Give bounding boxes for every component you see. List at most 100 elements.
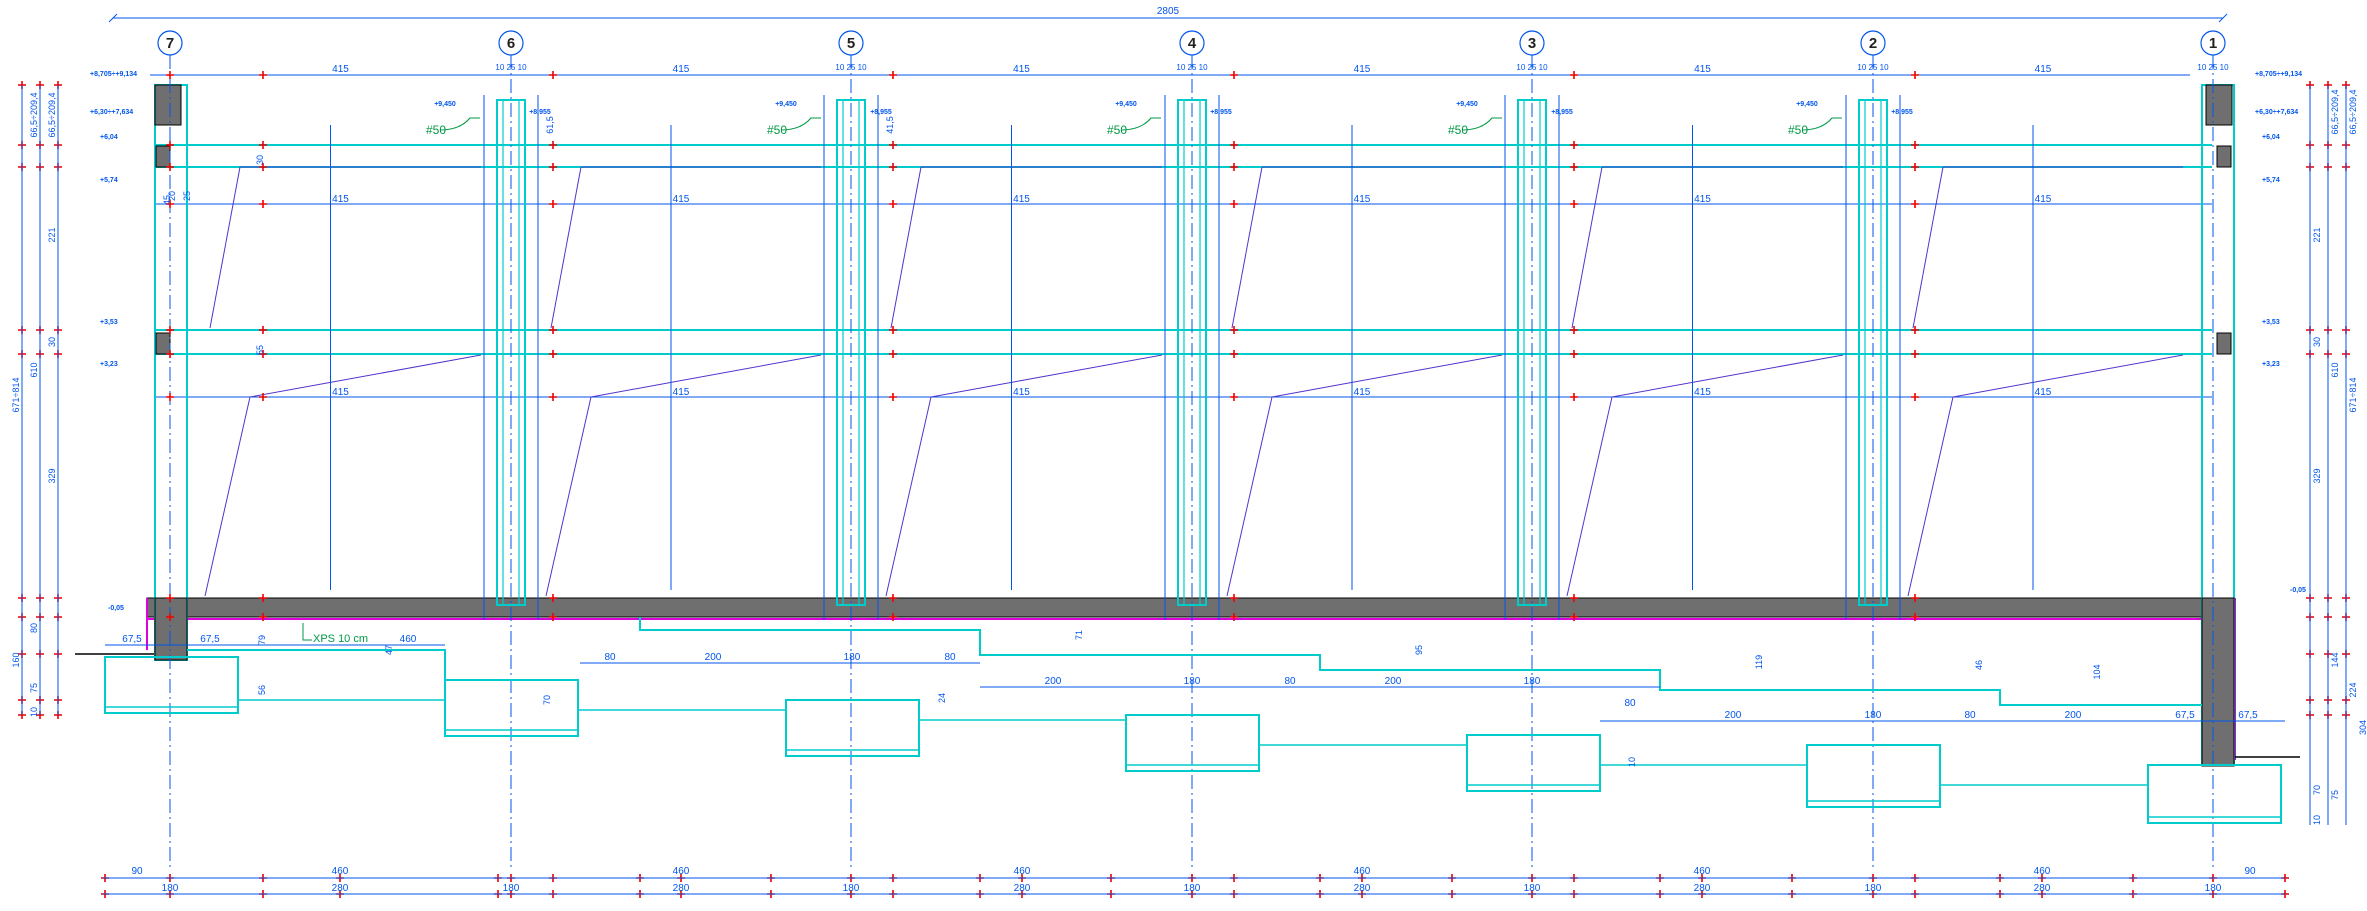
left-wall-block-2 xyxy=(155,332,171,355)
level-top-right: +8,705÷+9,134 xyxy=(2255,71,2302,78)
foundation-dimension-label: 80 xyxy=(1624,698,1636,709)
flight-lower-rise xyxy=(1226,396,1273,597)
bottom-row2-label: 180 xyxy=(1524,883,1541,894)
flight-label: 415 xyxy=(332,387,349,398)
flight-lower-rise xyxy=(1566,396,1613,597)
dimension-marker xyxy=(549,594,557,602)
grid-axis-label: 1 xyxy=(2209,35,2217,52)
left-dim-top-outer: 66,5÷209,4 xyxy=(29,93,39,138)
dimension-marker xyxy=(1570,326,1578,334)
dimension-marker xyxy=(1911,594,1919,602)
flight-label: 415 xyxy=(2035,387,2052,398)
small-dimension-label: 104 xyxy=(2092,664,2102,679)
right-dim-base-a: 144 xyxy=(2330,652,2340,667)
right-footing-wall xyxy=(2201,597,2235,767)
dimension-marker xyxy=(889,326,897,334)
dimension-marker xyxy=(1570,163,1578,171)
flight-upper-rise xyxy=(1231,166,1263,329)
span-label: 415 xyxy=(2035,64,2052,75)
bottom-row1-label: 460 xyxy=(1354,866,1371,877)
flight-upper-rise xyxy=(550,166,582,329)
labels-layer: 4154154154154154154154154154154154154154… xyxy=(105,63,2285,767)
bottom-row1-label: 460 xyxy=(332,866,349,877)
foundation-lower-outline xyxy=(237,680,2148,786)
dimension-marker xyxy=(1230,393,1238,401)
bottom-row1-label: 90 xyxy=(2244,866,2256,877)
dimension-marker xyxy=(166,200,174,208)
foundation-dimension-label: 80 xyxy=(1284,676,1296,687)
dimension-marker xyxy=(549,350,557,358)
roof-level-label-2: +8,955 xyxy=(870,109,892,116)
right-dim-base-e: 75 xyxy=(2330,790,2340,800)
flight-upper-rise xyxy=(890,166,922,329)
dimension-marker xyxy=(549,163,557,171)
left-dim-base-a: 160 xyxy=(11,652,21,667)
columns-layer xyxy=(483,95,1901,620)
dimension-marker xyxy=(889,163,897,171)
span-label: 415 xyxy=(332,64,349,75)
flight-label: 415 xyxy=(1354,387,1371,398)
level-landing-top-left-2: +5,74 xyxy=(100,177,118,184)
level-landing-mid-right-2: +3,23 xyxy=(2262,361,2280,368)
foundation-dimension-label: 200 xyxy=(1385,676,1402,687)
span-label: 415 xyxy=(1694,64,1711,75)
left-end-wall xyxy=(154,84,188,661)
foundation-dimension-label: 200 xyxy=(2065,710,2082,721)
bottom-row1-label: 460 xyxy=(673,866,690,877)
dimension-marker xyxy=(1230,200,1238,208)
dimension-marker xyxy=(1230,163,1238,171)
column-detail-label: 10 25 10 xyxy=(495,63,527,72)
right-dimension-texts: 671÷814 610 221 30 329 66,5÷209,4 66,5÷2… xyxy=(2312,90,2367,826)
dimension-marker xyxy=(549,326,557,334)
stair-flights-layer xyxy=(204,125,2184,597)
level-top-right-2: +6,30÷+7,634 xyxy=(2255,109,2298,116)
bottom-row2-label: 180 xyxy=(1184,883,1201,894)
left-wall-block xyxy=(155,145,171,168)
xps-label: XPS 10 cm xyxy=(313,633,368,645)
flight-label: 415 xyxy=(1354,194,1371,205)
bar-mark-label: #50 xyxy=(1448,123,1468,137)
column xyxy=(496,99,526,606)
right-dim-middle: 30 xyxy=(2312,337,2322,347)
footing xyxy=(785,699,920,757)
small-dimension-label: 71 xyxy=(1074,630,1084,640)
level-labels: +8,705÷+9,134 +6,30÷+7,634 +8,705÷+9,134… xyxy=(90,71,2306,612)
dimension-marker xyxy=(259,594,267,602)
flight-lower-tread xyxy=(930,354,1163,398)
flight-lower-rise xyxy=(885,396,932,597)
foundation-dimension-label: 200 xyxy=(1725,710,1742,721)
dimension-marker xyxy=(1230,613,1238,621)
bottom-row2-label: 280 xyxy=(673,883,690,894)
small-dimension-label: 119 xyxy=(1754,655,1764,669)
right-dim-base-c: 304 xyxy=(2358,720,2367,735)
small-dimension-label: 56 xyxy=(257,685,267,695)
foundation-dimension-label: 200 xyxy=(1045,676,1062,687)
overall-dimension: 2805 xyxy=(108,6,2228,23)
level-floor-left: -0,05 xyxy=(108,605,124,612)
level-landing-mid-left-2: +3,23 xyxy=(100,361,118,368)
dimension-marker xyxy=(166,393,174,401)
dimension-marker xyxy=(1230,594,1238,602)
small-dimension-label: 70 xyxy=(542,695,552,705)
flight-label: 415 xyxy=(1694,387,1711,398)
left-dim-lower: 329 xyxy=(47,468,57,483)
level-top-left: +8,705÷+9,134 xyxy=(90,71,137,78)
roof-level-label: +9,450 xyxy=(434,101,456,108)
dimension-marker xyxy=(889,141,897,149)
left-dim-total: 610 xyxy=(29,362,39,377)
right-wall-top-block xyxy=(2205,84,2233,126)
grid-axis-label: 2 xyxy=(1869,35,1877,52)
column-detail-label: 10 25 10 xyxy=(1857,63,1889,72)
small-dimension-label: 47 xyxy=(384,645,394,655)
small-dimension-label: 46 xyxy=(1974,660,1984,670)
small-dimension-label: 30 xyxy=(255,155,265,165)
left-wall-top-block xyxy=(154,84,182,126)
dimension-marker xyxy=(1911,141,1919,149)
column xyxy=(836,99,866,606)
grid-axis-bubble xyxy=(157,30,183,56)
bottom-row1-label: 460 xyxy=(1694,866,1711,877)
roof-level-label-2: +8,955 xyxy=(1551,109,1573,116)
column-detail-label: 10 25 10 xyxy=(1516,63,1548,72)
dimension-marker xyxy=(1911,350,1919,358)
